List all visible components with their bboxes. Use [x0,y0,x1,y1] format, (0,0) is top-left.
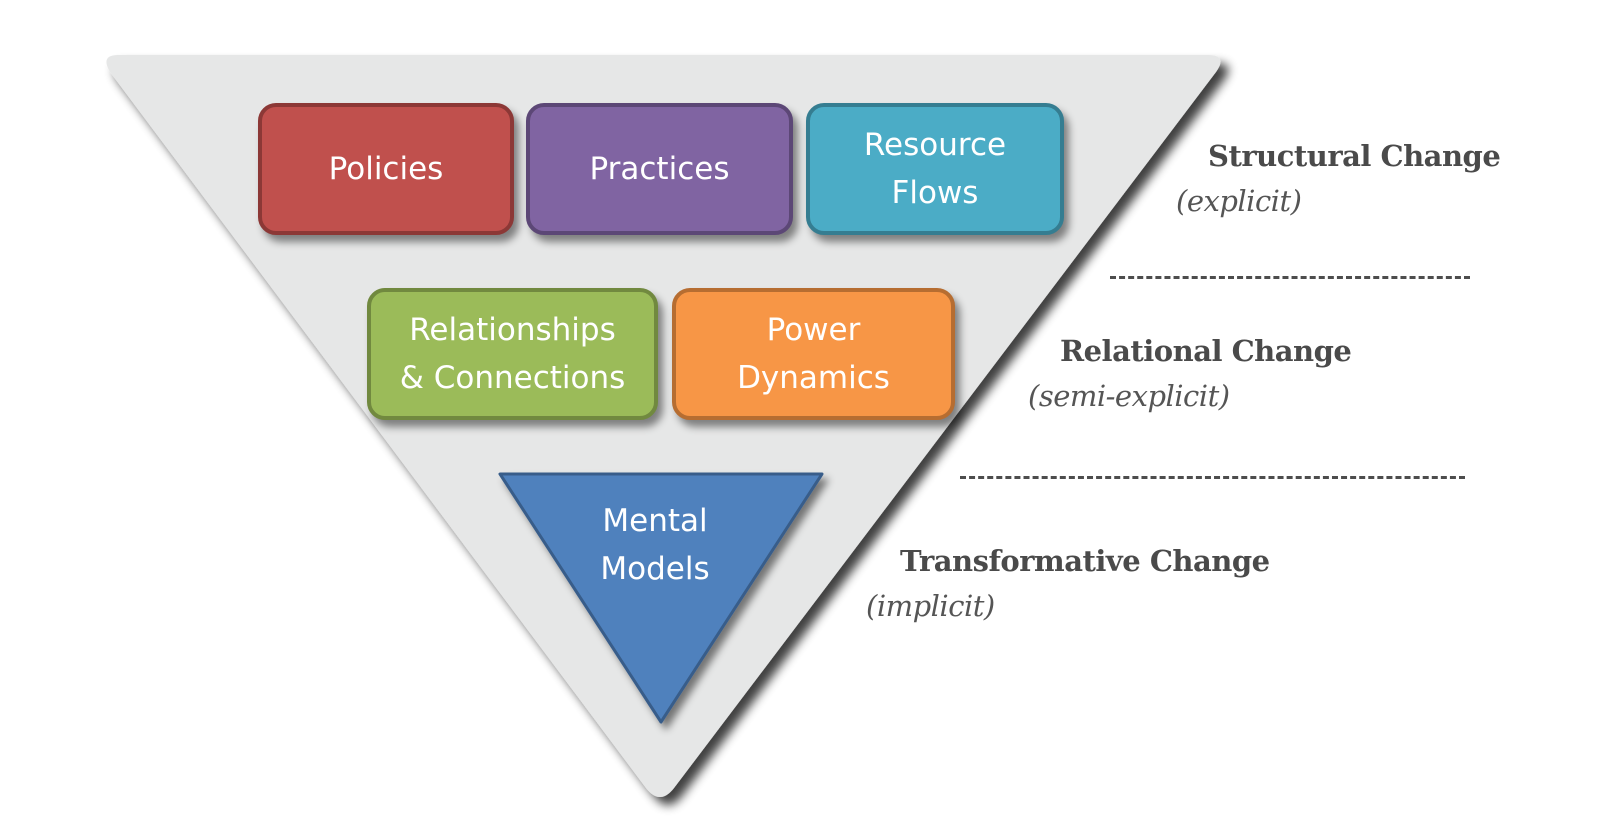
transformative-change-subtitle: (implicit) [866,589,995,623]
mental-models-label: Mental Models [600,503,710,587]
relational-change-subtitle: (semi-explicit) [1028,379,1230,413]
policies-box: Policies [258,103,514,235]
mental-models-triangle [498,472,824,724]
transformative-change-title: Transformative Change [900,544,1270,578]
resource-flows-box: Resource Flows [806,103,1064,235]
structural-change-subtitle: (explicit) [1176,184,1302,218]
structural-change-title: Structural Change [1208,139,1501,173]
practices-box: Practices [526,103,793,235]
relationships-connections-box: Relationships & Connections [367,288,658,420]
divider-structural-relational [1110,276,1470,279]
divider-relational-transformative [960,476,1465,479]
inverted-pyramid-background [106,55,1221,797]
power-dynamics-box: Power Dynamics [672,288,955,420]
relational-change-title: Relational Change [1060,334,1352,368]
